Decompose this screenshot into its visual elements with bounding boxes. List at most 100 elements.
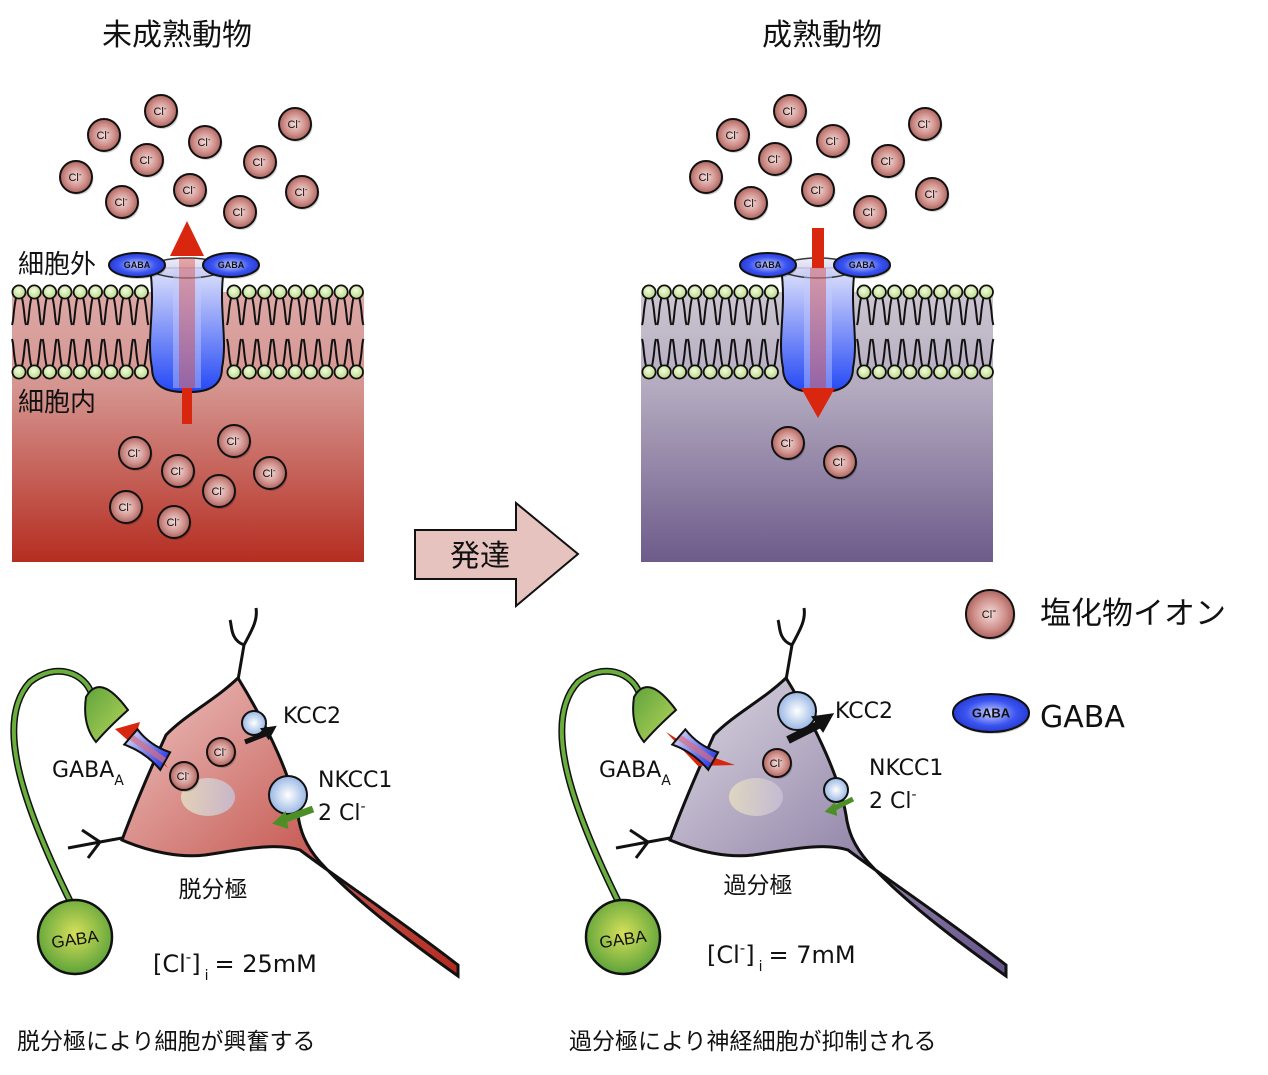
kcc2-efflux-arrowhead (260, 725, 277, 741)
ion-circle (157, 505, 191, 539)
gaba-a-receptor-pore (677, 735, 715, 763)
ion-circle (773, 94, 807, 128)
extracellular-ions: Cl-Cl-Cl-Cl-Cl-Cl-Cl-Cl-Cl-Cl-Cl- (689, 94, 950, 230)
lipid-head (272, 284, 288, 300)
ion-label: Cl- (252, 155, 265, 169)
lipid-tail (686, 338, 693, 367)
ion-label: Cl- (232, 205, 245, 219)
intracellular-ions: Cl-Cl-Cl-Cl-Cl-Cl-Cl- (109, 424, 288, 540)
lipid-tail (748, 338, 755, 367)
lipid-head (902, 364, 918, 380)
ion-label: Cl- (166, 515, 179, 529)
chloride-ion: Cl- (109, 490, 144, 525)
lipid-head (887, 364, 903, 380)
chloride-ion: Cl- (59, 160, 94, 195)
ion-label: Cl- (127, 446, 140, 460)
ion-circle (144, 94, 178, 128)
concentration-subscript: i (759, 959, 763, 975)
lipid-tail (957, 338, 964, 367)
lipid-tail (881, 338, 888, 367)
ion-charge: - (273, 466, 276, 475)
lipid-head (733, 284, 749, 300)
lipid-tail (856, 338, 862, 367)
lipid-tail (942, 338, 949, 367)
lipid-tail (82, 297, 89, 326)
lipid-tail (758, 297, 765, 326)
lipid-tail (128, 338, 135, 367)
lipid-tail (26, 297, 33, 326)
nkcc1-ions-text: 2 Cl (869, 789, 911, 814)
lipid-tail (973, 338, 980, 367)
lipid-tail (348, 297, 355, 326)
nkcc1-influx-arrowhead (272, 811, 289, 829)
kcc2-transporter (241, 710, 267, 736)
gaba-ellipse (202, 252, 260, 278)
concentration-label: [Cl-]i= 7mM (707, 939, 856, 975)
lipid-head (687, 364, 703, 380)
chloride-ion: Cl- (169, 761, 200, 792)
lipid-tail (226, 297, 232, 326)
ion-charge: - (181, 464, 184, 473)
lipid-tail (51, 338, 58, 367)
ion-circle (965, 589, 1015, 639)
caption-mature: 過分極により神経細胞が抑制される (569, 1029, 937, 1055)
lipid-head (641, 364, 657, 380)
presynaptic-axon (559, 669, 642, 906)
kcc2-efflux-arrow (244, 730, 269, 745)
ion-label: Cl- (698, 170, 711, 184)
lipid-tail (773, 297, 780, 326)
ion-label: Cl- (982, 603, 996, 621)
nucleus (729, 778, 783, 816)
lipid-tail (712, 338, 719, 367)
ion-circle (278, 107, 312, 141)
lipid-tail (696, 297, 703, 326)
lipid-head (856, 364, 872, 380)
chloride-ion: Cl- (278, 107, 313, 142)
lipid-tail (112, 297, 119, 326)
ion-symbol: Cl (725, 130, 735, 142)
nkcc1-transporter (823, 777, 849, 803)
lipid-tail (87, 338, 94, 367)
postsynaptic-neuron-body (668, 675, 1008, 979)
flow-arrow-head (801, 388, 835, 418)
chloride-ion: Cl- (157, 505, 192, 540)
lipid-tail (763, 338, 770, 367)
lipid-tail (988, 338, 995, 367)
chloride-ion: Cl- (915, 177, 950, 212)
lipid-tail (742, 338, 749, 367)
flow-arrow-shaft (810, 268, 826, 388)
ion-symbol: Cl (211, 486, 221, 498)
ion-label: Cl- (832, 455, 845, 469)
nkcc1-influx-arrow (831, 796, 855, 812)
chloride-ion: Cl- (223, 195, 258, 230)
basal-dendrite (67, 828, 123, 859)
gaba-ellipse (833, 252, 891, 278)
chloride-ion: Cl- (771, 426, 806, 461)
gaba-molecule: GABA (202, 252, 260, 279)
concentration-subscript: i (205, 968, 209, 984)
lipid-head (333, 364, 349, 380)
lipid-tail (333, 297, 340, 326)
lipid-tail (656, 338, 663, 367)
lipid-tail (927, 297, 934, 326)
lipid-tail (896, 338, 903, 367)
lipid-head (318, 364, 334, 380)
lipid-tail (881, 297, 888, 326)
ion-label: Cl- (96, 128, 109, 142)
lipid-head (978, 364, 994, 380)
lipid-head (933, 284, 949, 300)
lipid-tail (133, 297, 140, 326)
chloride-ion: Cl- (130, 143, 165, 178)
ion-label: Cl- (177, 771, 190, 783)
ion-label: Cl- (770, 758, 783, 770)
ion-charge: - (138, 446, 141, 455)
chloride-ion: Cl- (816, 124, 851, 159)
ion-symbol: Cl (214, 747, 224, 759)
lipid-tail (917, 297, 924, 326)
nkcc1-ions-text: 2 Cl (318, 801, 360, 826)
chloride-ion: Cl- (217, 424, 252, 459)
ion-circle (109, 490, 143, 524)
kcc2-transporter (777, 691, 817, 731)
ion-charge: - (222, 484, 225, 493)
